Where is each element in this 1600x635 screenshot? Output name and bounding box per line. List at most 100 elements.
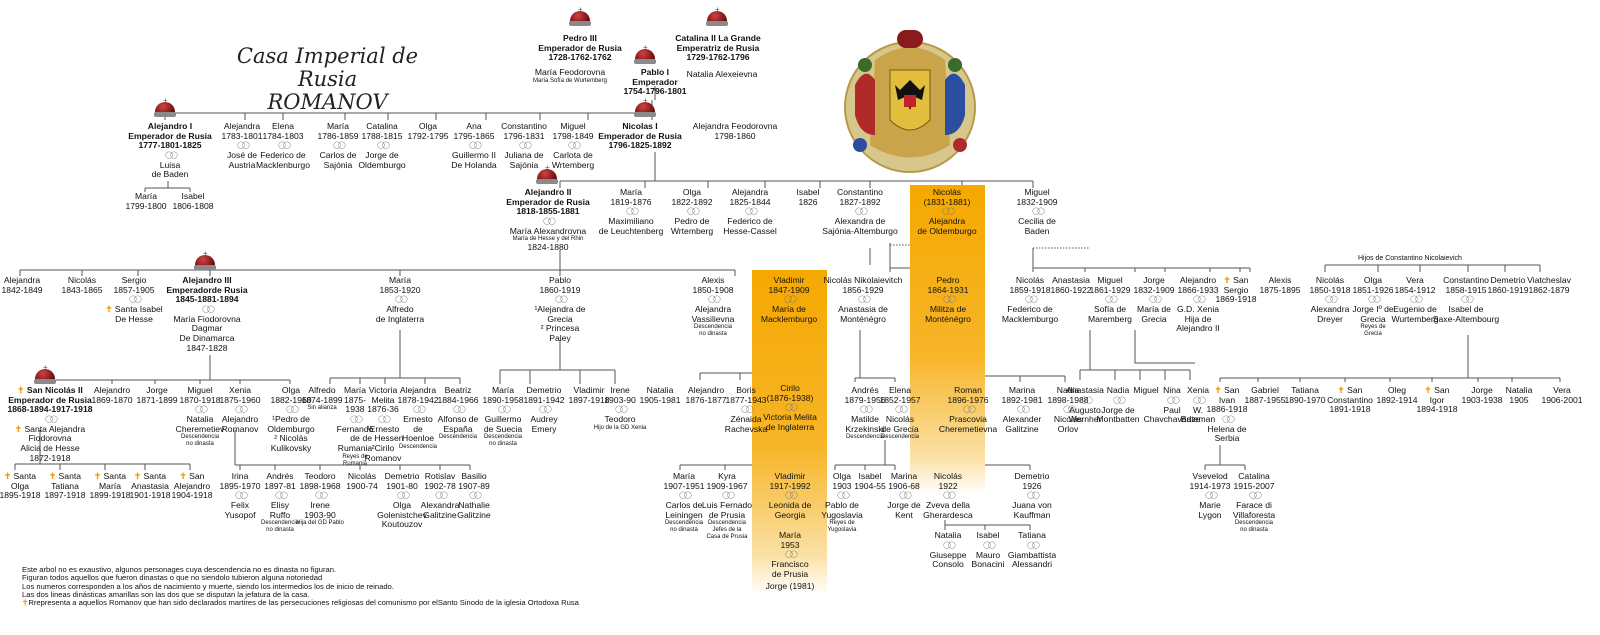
person-name-text: Miguel 1861-1929 <box>1089 275 1131 295</box>
person-maria86: María 1786-1859◯◯Carlos de Sajónia <box>317 121 358 170</box>
spouse-name: Luis Fernado de Prusia <box>702 500 752 520</box>
person-note: María Sofía de Wurtemberg <box>533 77 607 84</box>
spouse-name: Guillermo II De Holanda <box>451 150 496 170</box>
marriage-rings-icon: ◯◯ <box>784 296 797 304</box>
spouse-name: Carlos de Sajónia <box>317 150 358 170</box>
person-nicolas_nik: Nicolás Nikolaievitch 1856-1929◯◯Anastas… <box>824 275 903 324</box>
person-constantino91: ✝ San Constantino 1891-1918 <box>1327 385 1373 415</box>
spouse-note: Descendencia <box>438 434 478 441</box>
spouse-name-text: Olga Golenistchev Koutouzov <box>377 500 427 530</box>
person-name-text: Santa María 1899-1918 <box>89 471 131 501</box>
spouse-name: Jorge de Montbatten <box>1097 405 1140 425</box>
spouse-name-text: Guillermo de Suecia <box>483 414 523 434</box>
person-alejandra42: Alejandra 1842-1849 <box>1 275 42 295</box>
person-name-text: Nicolás 1850-1918 <box>1309 275 1351 295</box>
person-name-text: Constantino 1796-1831 <box>501 121 547 141</box>
person-name: Ana 1795-1865 <box>451 121 496 141</box>
person-name: Natalia 1905-1981 <box>639 385 680 405</box>
spouse-note: Descendencia <box>398 443 438 450</box>
person-name-text: Marina 1892-1981 <box>1001 385 1043 405</box>
spouse-name: Teodoro <box>594 414 647 425</box>
spouse-name-text: G.D. Xenia Hija de Alejandro II <box>1176 304 1220 334</box>
person-name-text: Santa Tatiana 1897-1918 <box>44 471 86 501</box>
marriage-rings-icon: ◯◯ <box>1063 406 1076 414</box>
marriage-rings-icon: ◯◯ <box>543 217 556 225</box>
spouse-name-text: Francisco de Prusia <box>771 559 809 579</box>
person-constantino58: Constantino 1858-1915◯◯Isabel de Saxe-Al… <box>1433 275 1499 324</box>
martyr-cross-icon: ✝ <box>17 385 27 395</box>
person-name-text: Santa Anastasia 1901-1918 <box>129 471 171 501</box>
person-name-text: Vera 1906-2001 <box>1541 385 1583 405</box>
spouse-note: Descendencia <box>845 434 885 441</box>
marriage-rings-icon: ◯◯ <box>453 406 466 414</box>
person-natalia_g: Natalia◯◯Giuseppe Consolo <box>930 530 967 570</box>
page-title: Casa Imperial de Rusia ROMANOV <box>205 45 450 114</box>
spouse-name: Federico de Macklemburgo <box>1002 304 1058 324</box>
person-nicolas50c: Nicolás 1850-1918◯◯Alexandra Dreyer <box>1309 275 1351 324</box>
spouse-name-text: Juana von Kauffman <box>1012 500 1052 520</box>
crown-icon: + <box>34 364 56 384</box>
person-demetrio26: Demetrio 1926◯◯Juana von Kauffman <box>1012 471 1052 520</box>
footnotes: Este arbol no es exaustivo, algunos pers… <box>22 565 579 607</box>
person-name-text: Basilio 1907-89 <box>458 471 490 491</box>
spouse-note: Descendencia Jefes de la Casa de Prusia <box>706 520 748 541</box>
marriage-rings-icon: ◯◯ <box>195 406 208 414</box>
crown-icon: + <box>569 6 591 26</box>
person-name-text: Isabel 1904-55 <box>854 471 886 491</box>
spouse-name-text: Teodoro <box>604 414 636 425</box>
person-name: Alejandro III Emperadorde Rusia 1845-188… <box>166 275 247 305</box>
person-irina95: Irina 1895-1970◯◯Felix Yusopof <box>219 471 260 520</box>
spouse-name-text: Alejandro Romanov <box>221 414 259 434</box>
note-line: Este arbol no es exaustivo, algunos pers… <box>22 565 337 574</box>
spouse-name: Irene 1903-90 <box>296 500 344 520</box>
spouse-name: ✝ Santa Alejandra Fiodorovna <box>7 424 92 444</box>
marriage-rings-icon: ◯◯ <box>278 142 291 150</box>
spouse-name: Isabel de Saxe-Altembourg <box>1433 304 1499 324</box>
spouse-name-text: Elisy Ruffo <box>269 500 291 520</box>
person-name: Olga 1882-1960 <box>267 385 314 405</box>
title-line-1: Casa Imperial de Rusia <box>236 44 419 91</box>
marriage-rings-icon: ◯◯ <box>1113 396 1126 404</box>
person-nicolas2: ✝ San Nicolás II Emperador de Rusia 1868… <box>7 385 92 463</box>
person-nicolas59: Nicolás 1859-1918◯◯Federico de Macklembu… <box>1002 275 1058 324</box>
person-name-text: María Feodorovna <box>534 67 606 77</box>
marriage-rings-icon: ◯◯ <box>942 208 955 216</box>
spouse-name-text: María Alexandrovna <box>509 225 587 236</box>
person-name: Marina 1892-1981 <box>1001 385 1043 405</box>
person-name-text: Vladimir 1917-1992 <box>769 471 811 491</box>
marriage-rings-icon: ◯◯ <box>129 296 142 304</box>
person-name: Alejandro 1876-1877 <box>685 385 726 405</box>
spouse-name: Alexandra Dreyer <box>1309 304 1350 324</box>
person-name: Constantino 1827-1892 <box>822 187 897 207</box>
crown-icon: + <box>634 97 656 117</box>
person-name: Olga 1822-1892 <box>671 187 713 207</box>
person-name-text: Miguel 1798-1849 <box>552 121 594 141</box>
person-boris77: Boris 1877-1943◯◯Zénaida Rachevska <box>725 385 768 434</box>
spouse-name: María de Macklemburgo <box>761 304 817 324</box>
marriage-rings-icon: ◯◯ <box>943 492 956 500</box>
person-name-text: Elena 1852-1957 <box>879 385 921 405</box>
spouse-name-text: María Fiodorovna Dagmar De Dinamarca 184… <box>173 313 241 353</box>
person-name-text: Natalia 1905 <box>1505 385 1533 405</box>
spouse-name: ¹Alejandra de Grecia ² Princesa Paley <box>534 304 585 343</box>
person-name-text: Alejandra 1878-1942 <box>397 385 439 405</box>
person-name-text: Xenia 1875-1960 <box>219 385 261 405</box>
person-alejandro04: ✝ San Alejandro 1904-1918 <box>171 471 212 501</box>
spouse-name-text: Giambattista Alessandri <box>1007 549 1057 570</box>
person-name-text: Nicolás 1843-1865 <box>61 275 103 295</box>
person-name: Alejandra 1783-1801 <box>221 121 262 141</box>
spouse-note: Descendencia no dinasta <box>1234 520 1274 534</box>
person-isabel06: Isabel 1806-1808 <box>172 191 213 211</box>
person-name: Nicolás 1922 <box>923 471 973 491</box>
person-name-text: Olga 1903 <box>832 471 852 491</box>
person-constantino79: Constantino 1796-1831◯◯Juliana de Sajóni… <box>501 121 547 170</box>
person-name: ✝ Santa Tatiana 1897-1918 <box>44 471 86 501</box>
nicolas-line-highlight <box>910 185 985 495</box>
person-name: Irene 1903-90 <box>594 385 647 405</box>
spouse-note: Reyes de Rumania <box>342 453 368 467</box>
